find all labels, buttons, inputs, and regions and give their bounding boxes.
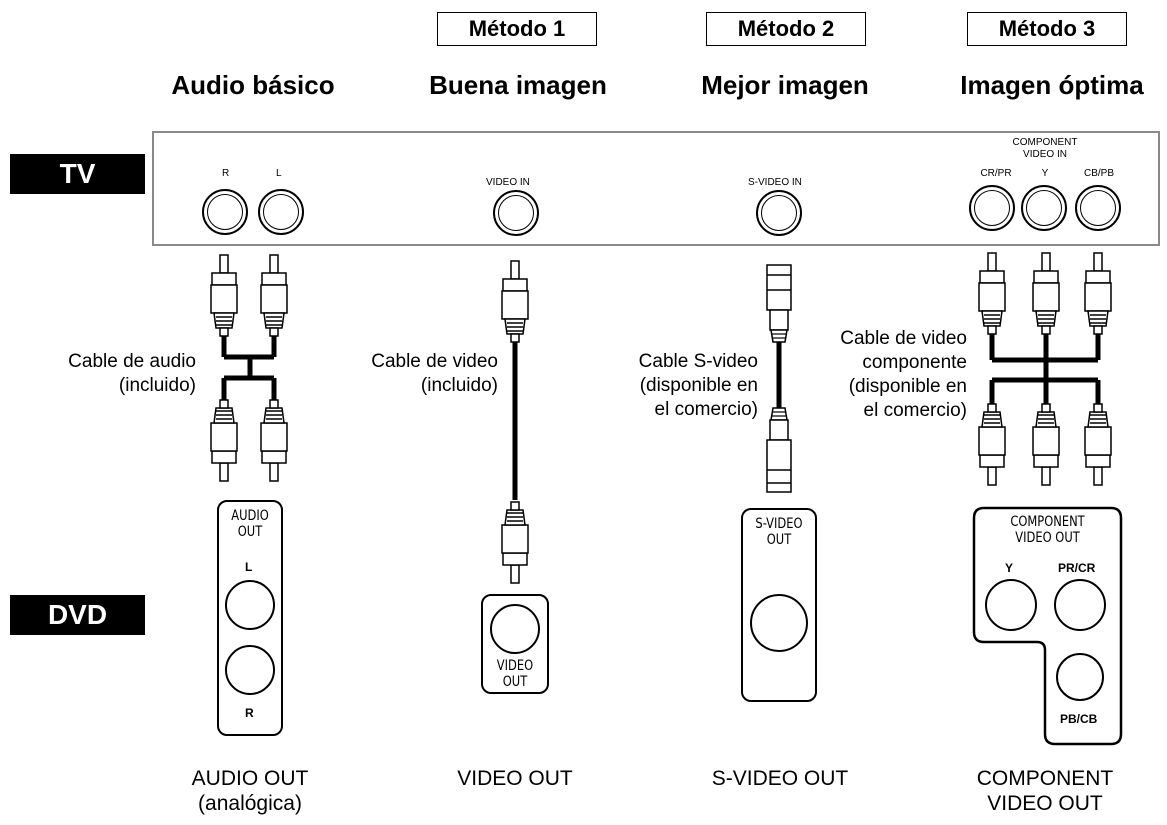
method-2-box: Método 2 — [706, 12, 866, 46]
tv-cr-pr-jack — [969, 185, 1015, 231]
svideo-cable-label-line-1: Cable S-video — [638, 351, 758, 372]
svideo-cable-label: Cable S-video (disponible en el comercio… — [600, 350, 758, 422]
audio-cable-label-line-1: Cable de audio — [68, 351, 196, 372]
method-3-box: Método 3 — [967, 12, 1127, 46]
audio-out-r-label: R — [245, 706, 254, 720]
bottom-label-svideo-line-1: S-VIDEO OUT — [711, 767, 849, 790]
tv-y-label: Y — [1041, 168, 1049, 179]
tv-svideo-in-jack — [756, 190, 802, 236]
video-cable — [501, 260, 529, 584]
video-cable-label: Cable de video (incluido) — [330, 350, 498, 398]
tv-audio-l-label: L — [276, 168, 282, 179]
bottom-label-video-line-1: VIDEO OUT — [457, 767, 573, 790]
tv-component-title-1: COMPONENT — [1012, 137, 1078, 148]
tv-audio-r-label: R — [222, 168, 230, 179]
component-cable-label: Cable de video componente (disponible en… — [805, 327, 967, 423]
audio-out-title-1: AUDIO — [231, 508, 269, 524]
tv-audio-l-jack — [258, 189, 304, 235]
tv-cb-pb-jack — [1075, 185, 1121, 231]
method-1-box: Método 1 — [437, 12, 597, 46]
heading-mejor-imagen: Mejor imagen — [701, 70, 869, 100]
component-out-pb-label: PB/CB — [1060, 712, 1098, 726]
component-out-pb-jack — [1056, 653, 1104, 701]
bottom-label-video: VIDEO OUT — [415, 766, 615, 791]
svideo-out-title-2: OUT — [766, 532, 792, 548]
svideo-out-title-1: S-VIDEO — [755, 516, 803, 532]
bottom-label-audio: AUDIO OUT (analógica) — [150, 766, 350, 816]
heading-buena-imagen: Buena imagen — [429, 70, 607, 100]
tv-svideo-in-label: S-VIDEO IN — [748, 177, 802, 188]
component-cable-label-line-1: Cable de video — [840, 328, 967, 349]
tv-cb-pb-label: CB/PB — [1083, 168, 1114, 179]
tv-label: TV — [10, 154, 145, 194]
bottom-label-audio-line-2: (analógica) — [198, 792, 302, 815]
heading-imagen-optima: Imagen óptima — [960, 70, 1144, 100]
audio-out-title-2: OUT — [237, 524, 263, 540]
audio-out-l-jack — [225, 580, 275, 630]
video-out-title-1: VIDEO — [496, 658, 534, 674]
audio-cable-label-line-2: (incluido) — [118, 375, 196, 396]
bottom-label-component-line-2: VIDEO OUT — [987, 792, 1103, 815]
component-out-y-jack — [985, 579, 1037, 631]
component-cable — [978, 252, 1112, 486]
tv-y-jack — [1021, 185, 1067, 231]
tv-video-in-label: VIDEO IN — [486, 177, 530, 188]
dvd-label: DVD — [10, 595, 145, 635]
component-cable-label-line-4: el comercio) — [863, 400, 967, 421]
bottom-label-audio-line-1: AUDIO OUT — [191, 767, 309, 790]
tv-video-in-jack — [493, 190, 539, 236]
tv-audio-r-jack — [202, 189, 248, 235]
heading-audio-basico: Audio básico — [171, 70, 335, 100]
tv-cr-pr-label: CR/PR — [980, 168, 1012, 179]
component-cable-label-line-3: (disponible en — [848, 376, 967, 397]
svideo-cable-label-line-3: el comercio) — [654, 399, 758, 420]
svideo-cable-label-line-2: (disponible en — [639, 375, 758, 396]
video-cable-label-line-1: Cable de video — [371, 351, 498, 372]
audio-out-l-label: L — [245, 560, 253, 574]
video-out-title-2: OUT — [502, 674, 528, 690]
audio-cable-label: Cable de audio (incluido) — [40, 350, 196, 398]
component-out-pr-label: PR/CR — [1058, 561, 1096, 575]
bottom-label-svideo: S-VIDEO OUT — [680, 766, 880, 791]
component-out-pr-jack — [1054, 579, 1106, 631]
video-out-jack — [490, 604, 540, 654]
bottom-label-component-line-1: COMPONENT — [976, 767, 1114, 790]
component-out-title-1: COMPONENT — [1010, 514, 1085, 530]
audio-cable — [210, 254, 288, 482]
audio-out-r-jack — [225, 645, 275, 695]
component-out-title-2: VIDEO OUT — [1015, 530, 1080, 546]
svideo-cable — [766, 264, 792, 493]
tv-component-title-2: VIDEO IN — [1023, 149, 1067, 160]
svideo-out-jack — [750, 594, 808, 652]
component-out-y-label: Y — [1005, 561, 1014, 575]
component-cable-label-line-2: componente — [862, 352, 967, 373]
video-cable-label-line-2: (incluido) — [420, 375, 498, 396]
bottom-label-component: COMPONENT VIDEO OUT — [945, 766, 1145, 816]
